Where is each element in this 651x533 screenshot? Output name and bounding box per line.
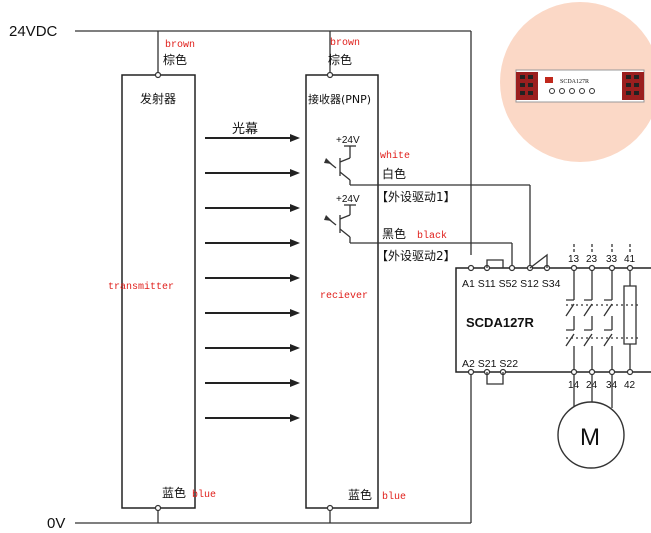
- pnp-transistor-1: +24V: [324, 135, 378, 186]
- product-inset: SCDA127R: [500, 2, 651, 162]
- beam-arrow: [205, 274, 300, 282]
- beam-arrow: [205, 414, 300, 422]
- contact-41: 41: [624, 254, 636, 265]
- beam-arrow: [205, 239, 300, 247]
- beam-arrow: [205, 169, 300, 177]
- beam-arrow: [205, 344, 300, 352]
- light-beams: [205, 134, 300, 422]
- pnp-transistor-2: +24V: [324, 194, 378, 244]
- rail-0v-label: 0V: [47, 515, 65, 532]
- contact-23: 23: [586, 254, 598, 265]
- receiver-brown-en: brown: [330, 37, 360, 49]
- receiver-mid-label: reciever: [320, 290, 368, 302]
- receiver-black-cn: 黑色: [382, 227, 406, 241]
- relay-name: SCDA127R: [466, 315, 535, 330]
- beam-arrow: [205, 379, 300, 387]
- relay-terms-top: A1 S11 S52 S12 S34: [462, 278, 561, 290]
- transmitter-mid-label: transmitter: [108, 281, 174, 293]
- transmitter-brown-en: brown: [165, 39, 195, 51]
- receiver-title: 接收器(PNP): [308, 92, 371, 106]
- motor-label: M: [580, 424, 600, 451]
- transmitter-title: 发射器: [140, 91, 176, 106]
- contact-13: 13: [568, 254, 580, 265]
- receiver-black-en: black: [417, 230, 447, 242]
- receiver-blue-en: blue: [382, 491, 406, 503]
- receiver-box: [305, 74, 379, 509]
- beam-arrow: [205, 309, 300, 317]
- contact-33: 33: [606, 254, 618, 265]
- receiver-out2: 【外设驱动2】: [376, 249, 456, 263]
- receiver-blue-cn: 蓝色: [348, 488, 372, 502]
- transmitter-brown-cn: 棕色: [163, 52, 187, 67]
- relay-box: [455, 267, 651, 373]
- light-curtain-label: 光幕: [232, 122, 258, 137]
- receiver-brown-cn: 棕色: [328, 52, 352, 67]
- inset-label: SCDA127R: [560, 79, 589, 85]
- receiver-v2: +24V: [336, 194, 360, 205]
- rail-24v-label: 24VDC: [9, 23, 58, 40]
- beam-arrow: [205, 204, 300, 212]
- transmitter-blue-cn: 蓝色: [162, 486, 186, 500]
- relay-contacts: [565, 270, 638, 370]
- receiver-out1: 【外设驱动1】: [376, 190, 456, 204]
- receiver-white-cn: 白色: [382, 166, 406, 181]
- receiver-white-en: white: [380, 150, 410, 162]
- relay-terms-bottom: A2 S21 S22: [462, 358, 518, 370]
- beam-arrow: [205, 134, 300, 142]
- contact-42: 42: [624, 380, 636, 391]
- receiver-v1: +24V: [336, 135, 360, 146]
- transmitter-blue-en: blue: [192, 489, 216, 501]
- motor-circle: [557, 401, 625, 469]
